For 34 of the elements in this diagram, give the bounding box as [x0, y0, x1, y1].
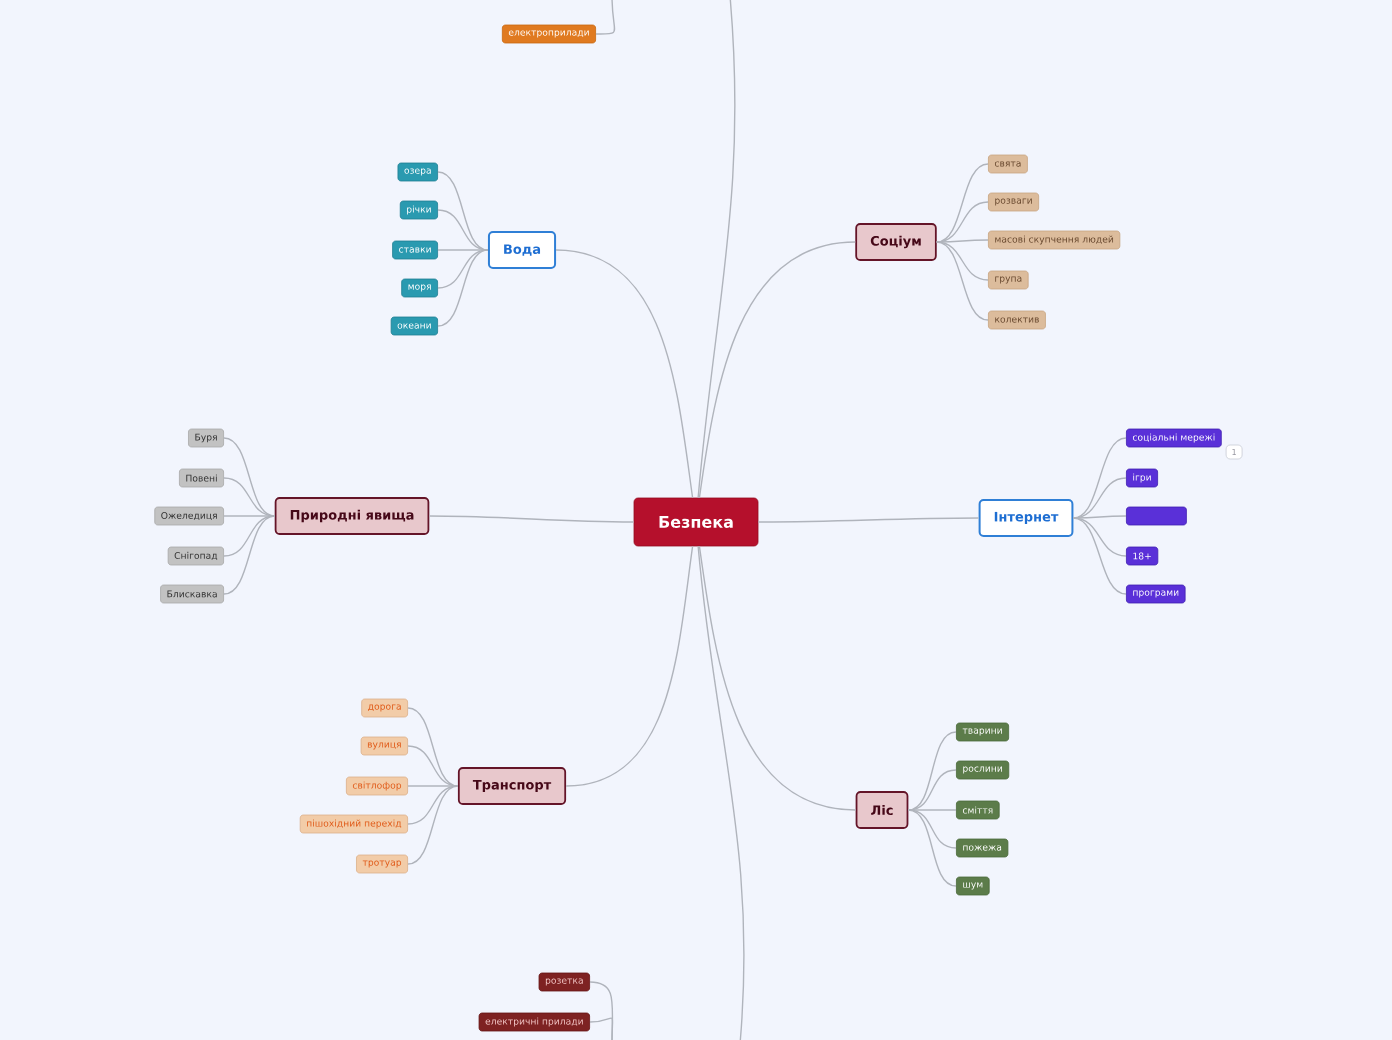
connector-line: [223, 437, 276, 517]
connector-line: [437, 171, 489, 251]
connector-line: [936, 239, 989, 243]
connector-line: [936, 241, 989, 321]
connector-line: [437, 249, 489, 289]
empty-box: [1126, 506, 1187, 526]
connector-line: [698, 241, 856, 499]
connector-line: [223, 515, 276, 595]
connector-line: [1072, 517, 1127, 557]
connector-line: [907, 809, 957, 887]
connector-line: [907, 809, 957, 849]
connector-line: [555, 249, 694, 499]
connector-line: [936, 241, 989, 281]
connector-line: [407, 707, 459, 787]
connector-line: [698, 545, 857, 811]
connector-line: [407, 785, 459, 865]
connector-line: [595, 0, 616, 35]
connector-line: [437, 249, 489, 251]
connector-line: [589, 1017, 614, 1040]
connector-line: [223, 515, 276, 557]
connector-line: [1072, 437, 1127, 519]
connector-line: [1072, 517, 1127, 595]
connector-line: [907, 731, 957, 811]
connector-line: [428, 515, 635, 523]
central-topic-box: Безпека: [633, 497, 759, 547]
connector-line: [697, 0, 736, 499]
connector-line: [697, 545, 745, 1040]
connector-line: [407, 785, 459, 787]
connector-line: [565, 545, 694, 787]
connector-line: [757, 517, 980, 523]
connector-line: [1072, 515, 1127, 519]
connector-line: [407, 785, 459, 825]
connector-line: [936, 163, 989, 243]
connector-line: [437, 249, 489, 327]
